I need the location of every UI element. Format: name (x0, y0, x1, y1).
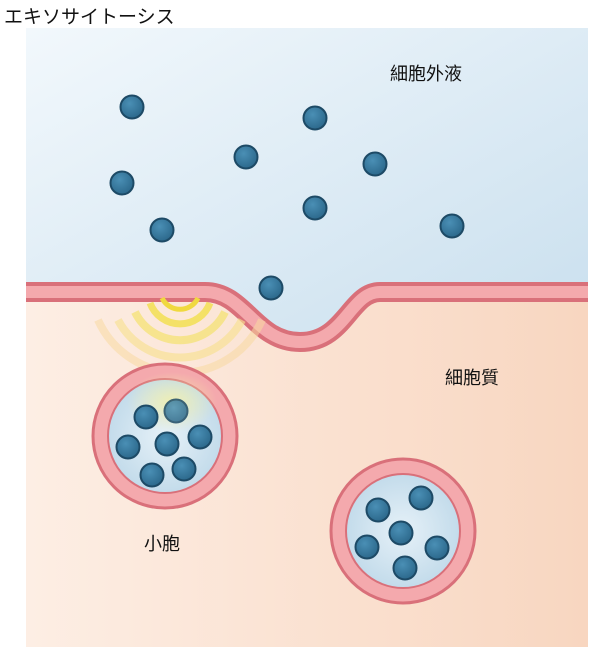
molecule (392, 555, 418, 581)
molecule (362, 151, 388, 177)
cytoplasm-label: 細胞質 (445, 368, 499, 389)
molecule (388, 520, 414, 546)
molecule (119, 94, 145, 120)
extracellular-label: 細胞外液 (390, 64, 462, 85)
molecule (354, 534, 380, 560)
molecule (139, 462, 165, 488)
diagram-title: エキソサイトーシス (4, 6, 175, 28)
molecule (408, 485, 434, 511)
molecule (424, 535, 450, 561)
molecule (258, 275, 284, 301)
molecule (187, 424, 213, 450)
vesicle-cargo-fusing (115, 398, 213, 488)
molecule (233, 144, 259, 170)
molecule (171, 456, 197, 482)
molecule (439, 213, 465, 239)
extracellular-region (26, 28, 588, 340)
molecule (133, 404, 159, 430)
molecule (109, 170, 135, 196)
vesicle-label: 小胞 (144, 534, 180, 555)
molecule (365, 497, 391, 523)
vesicle-cargo-cytoplasmic (354, 485, 450, 581)
molecule (149, 217, 175, 243)
molecule (154, 431, 180, 457)
molecule (163, 398, 189, 424)
molecule (302, 195, 328, 221)
released-molecules (109, 94, 465, 301)
molecule (115, 434, 141, 460)
molecule (302, 105, 328, 131)
plasma-membrane-inner (26, 286, 588, 348)
